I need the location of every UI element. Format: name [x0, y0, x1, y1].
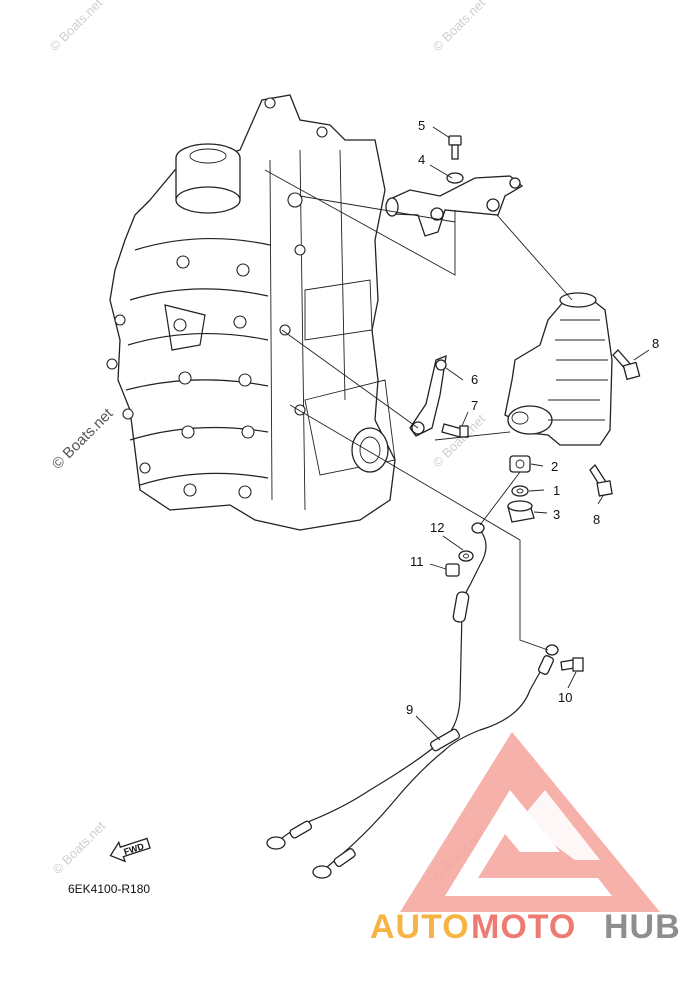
part-8-bolt-lower: [589, 463, 613, 497]
callout-1: 1: [553, 483, 560, 498]
part-6-stay: [409, 354, 447, 437]
callout-4: 4: [418, 152, 425, 167]
assembly-lines: [264, 126, 650, 741]
part-1-nut: [511, 485, 529, 497]
brand-hub: HUB: [604, 908, 681, 946]
fwd-label: FWD: [123, 841, 146, 857]
brand-logo-mark: [400, 732, 660, 912]
callout-8: 8: [593, 512, 600, 527]
starter-motor: [504, 292, 613, 446]
callout-5: 5: [418, 118, 425, 133]
watermark-text: © Boats.net: [50, 818, 109, 877]
engine-block: [106, 94, 396, 531]
callout-12: 12: [430, 520, 444, 535]
watermark-text: © Boats.net: [430, 0, 489, 54]
fwd-arrow-icon: FWD: [109, 837, 151, 863]
side-watermark: © Boats.net: [49, 405, 117, 473]
callout-8: 8: [652, 336, 659, 351]
part-12-washer: [458, 550, 474, 562]
callout-7: 7: [471, 398, 478, 413]
part-5-bolt: [448, 135, 462, 160]
callout-3: 3: [553, 507, 560, 522]
part-9-battery-cable: [266, 522, 559, 879]
part-7-bolt: [441, 423, 469, 438]
callout-10: 10: [558, 690, 572, 705]
reference-code: 6EK4100-R180: [68, 882, 150, 896]
callout-6: 6: [471, 372, 478, 387]
part-4-bracket: [385, 172, 524, 237]
callout-labels: 5 4 8 6 7 2 1 3 8 12 11 10 9: [406, 118, 659, 717]
part-10-bolt: [560, 657, 584, 672]
callout-11: 11: [410, 554, 424, 569]
part-3-cap: [507, 500, 535, 523]
part-11-nut: [445, 563, 460, 577]
callout-2: 2: [551, 459, 558, 474]
brand-auto: AUTO: [370, 908, 470, 946]
watermark-text: © Boats.net: [47, 0, 106, 54]
brand-wordmark: AUTO MOTO HUB: [370, 908, 681, 946]
brand-moto: MOTO: [471, 908, 576, 946]
callout-9: 9: [406, 702, 413, 717]
part-8-bolt-upper: [612, 349, 641, 381]
part-2-terminal: [509, 455, 531, 473]
watermark-text: © Boats.net: [430, 411, 489, 470]
